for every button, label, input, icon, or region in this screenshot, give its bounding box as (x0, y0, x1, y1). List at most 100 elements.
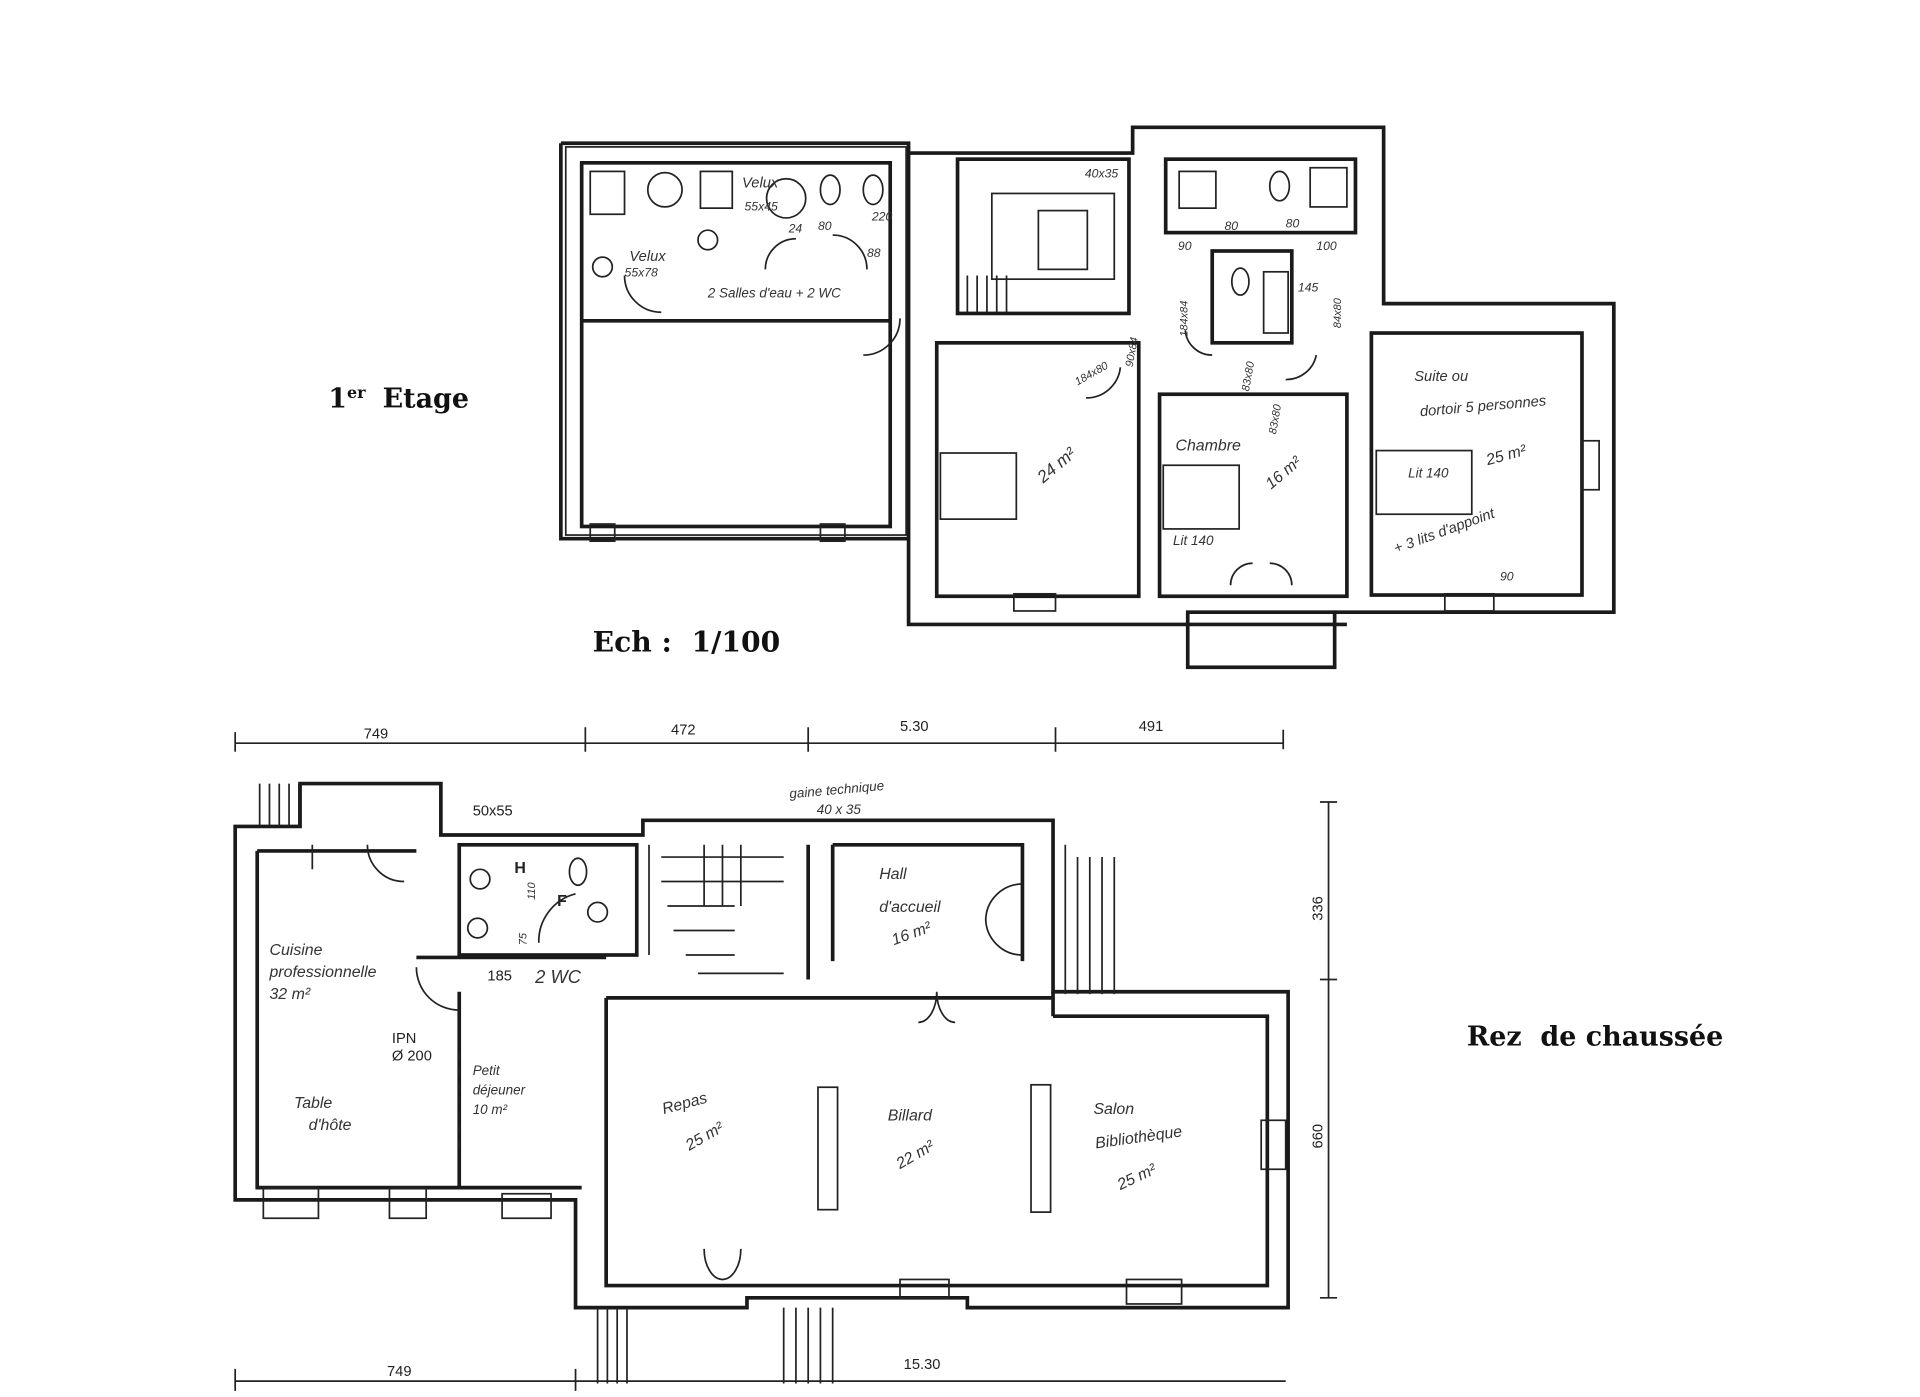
upper-balcony (1185, 610, 1337, 670)
upper-left-inner (579, 161, 893, 529)
ground-outer-walls (233, 781, 1290, 1310)
svg-text:25 m²: 25 m² (1483, 442, 1528, 469)
bed-suite (1375, 449, 1473, 516)
svg-text:184x84: 184x84 (1179, 301, 1191, 337)
scale-label: Ech : 1/100 (593, 625, 781, 658)
svg-text:55x78: 55x78 (625, 266, 659, 280)
svg-text:110: 110 (526, 881, 538, 899)
ground-doors (311, 844, 1023, 1281)
svg-text:5.30: 5.30 (900, 719, 929, 735)
svg-text:Chambre: Chambre (1175, 438, 1241, 455)
ground-stairs (648, 844, 784, 975)
svg-text:84x80: 84x80 (1332, 297, 1344, 328)
svg-text:25 m²: 25 m² (1114, 1161, 1160, 1194)
svg-text:Suite ou: Suite ou (1414, 369, 1468, 385)
svg-text:80: 80 (1224, 219, 1238, 233)
upper-stair-inner (1037, 209, 1089, 271)
svg-text:+ 3 lits d'appoint: + 3 lits d'appoint (1392, 506, 1498, 558)
svg-text:Petit: Petit (473, 1063, 501, 1078)
svg-text:24: 24 (788, 222, 803, 236)
svg-text:16 m²: 16 m² (1263, 453, 1306, 493)
upper-stair-block (955, 157, 1131, 316)
svg-text:75: 75 (518, 932, 530, 945)
svg-text:dortoir 5 personnes: dortoir 5 personnes (1419, 393, 1547, 420)
svg-text:Billard: Billard (888, 1107, 933, 1124)
dimension-labels: 749 472 5.30 491 336 660 749 15.30 (364, 719, 1327, 1380)
svg-text:16 m²: 16 m² (889, 919, 934, 949)
svg-text:40 x 35: 40 x 35 (817, 802, 862, 817)
svg-text:90: 90 (1500, 569, 1514, 583)
svg-text:83x80: 83x80 (1240, 360, 1257, 392)
dimension-lines (234, 727, 1338, 1391)
svg-text:F: F (557, 893, 567, 910)
upper-annotations: Velux 55x78 Velux 55x45 2 Salles d'eau +… (625, 167, 1548, 584)
svg-text:Velux: Velux (629, 249, 666, 265)
ground-windows (262, 1119, 1287, 1305)
svg-text:Lit 140: Lit 140 (1173, 533, 1214, 548)
ground-wc-block (457, 842, 639, 957)
upper-room-24 (934, 340, 1141, 599)
svg-text:H: H (514, 860, 526, 877)
upper-right-baths (1163, 157, 1358, 235)
ground-column-billard (1030, 1083, 1052, 1213)
ground-inner-walls (255, 842, 1270, 1288)
svg-text:80: 80 (1286, 217, 1300, 231)
svg-text:d'accueil: d'accueil (879, 899, 941, 916)
svg-text:d'hôte: d'hôte (309, 1117, 352, 1134)
bed-room-24 (939, 452, 1018, 520)
svg-text:184x80: 184x80 (1073, 359, 1111, 388)
ground-exterior-stairs (258, 783, 1116, 1384)
svg-text:Ø 200: Ø 200 (392, 1048, 432, 1064)
svg-text:Repas: Repas (660, 1090, 709, 1118)
svg-text:55x45: 55x45 (745, 200, 779, 214)
ground-floor-title: Rez de chaussée (1467, 1022, 1723, 1053)
svg-text:déjeuner: déjeuner (473, 1083, 526, 1098)
svg-text:Bibliothèque: Bibliothèque (1094, 1123, 1183, 1152)
upper-doors (623, 234, 1318, 586)
svg-text:88: 88 (867, 246, 881, 260)
svg-text:professionnelle: professionnelle (268, 964, 376, 981)
svg-text:660: 660 (1310, 1124, 1326, 1149)
svg-text:80: 80 (818, 219, 832, 233)
upper-outer-walls (559, 125, 1616, 627)
upper-left-room-outer (564, 146, 907, 536)
svg-text:145: 145 (1298, 280, 1319, 294)
upper-windows (589, 439, 1600, 612)
upper-stair-treads (966, 275, 1008, 313)
svg-text:100: 100 (1316, 239, 1337, 253)
svg-text:50x55: 50x55 (473, 803, 513, 819)
svg-text:336: 336 (1310, 896, 1326, 921)
svg-text:24 m²: 24 m² (1032, 442, 1080, 487)
svg-text:40x35: 40x35 (1085, 167, 1119, 181)
svg-text:10 m²: 10 m² (473, 1102, 508, 1117)
svg-text:Hall: Hall (879, 866, 907, 883)
svg-text:Cuisine: Cuisine (269, 942, 322, 959)
svg-text:22 m²: 22 m² (893, 1137, 938, 1173)
ground-column-repas (817, 1086, 839, 1211)
upper-right-bath-2 (1210, 249, 1294, 345)
svg-text:90: 90 (1178, 239, 1192, 253)
svg-text:90x84: 90x84 (1124, 336, 1141, 368)
svg-text:Velux: Velux (742, 175, 779, 191)
svg-text:185: 185 (487, 969, 512, 985)
upper-suite (1369, 331, 1584, 597)
ground-annotations: 50x55 gaine technique 40 x 35 Hall d'acc… (268, 778, 1183, 1194)
svg-text:Table: Table (294, 1095, 332, 1112)
svg-text:472: 472 (671, 723, 696, 739)
svg-text:749: 749 (364, 726, 389, 742)
svg-text:32 m²: 32 m² (269, 986, 310, 1003)
upper-chambre (1157, 392, 1349, 599)
upper-stair-core (990, 192, 1116, 281)
svg-text:220: 220 (871, 209, 893, 223)
ground-floor-plan (233, 727, 1338, 1391)
svg-text:491: 491 (1139, 719, 1164, 735)
upper-bathroom-fixtures (589, 166, 1348, 334)
svg-text:15.30: 15.30 (904, 1357, 941, 1373)
bed-chambre (1162, 464, 1241, 530)
ground-wc-fixtures (466, 857, 609, 939)
svg-text:749: 749 (387, 1364, 412, 1380)
svg-text:25 m²: 25 m² (682, 1119, 727, 1155)
